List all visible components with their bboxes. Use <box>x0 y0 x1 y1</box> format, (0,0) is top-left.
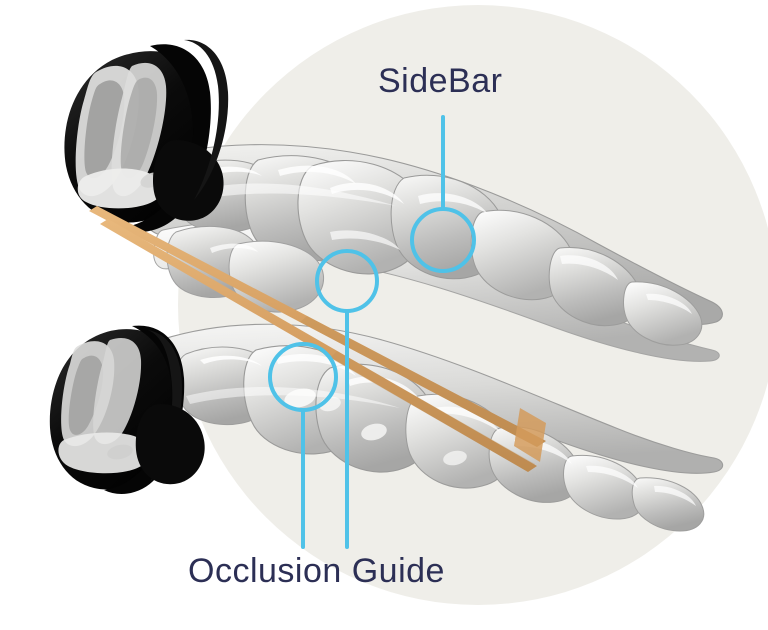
occlusion-highlight-circle-1 <box>315 249 379 313</box>
guide-bar-upper-shade <box>300 316 544 447</box>
dental-arch-model <box>49 39 724 532</box>
annotation-label-sidebar: SideBar <box>378 62 503 100</box>
anterior-dark-region <box>49 39 229 494</box>
annotation-label-occlusion-guide: Occlusion Guide <box>188 552 445 590</box>
guide-bar-lower-shade <box>330 351 535 472</box>
annotation-overlay <box>268 115 476 549</box>
sidebar-highlight-circle <box>410 207 476 273</box>
occlusion-highlight-circle-2 <box>268 342 338 412</box>
annotation-occlusion-guide[interactable] <box>268 249 379 549</box>
guide-bars <box>89 206 546 472</box>
guide-bar-upper <box>89 206 546 447</box>
guide-bar-lower <box>100 219 537 472</box>
annotation-sidebar[interactable] <box>410 115 476 273</box>
upper-arch <box>141 144 723 362</box>
